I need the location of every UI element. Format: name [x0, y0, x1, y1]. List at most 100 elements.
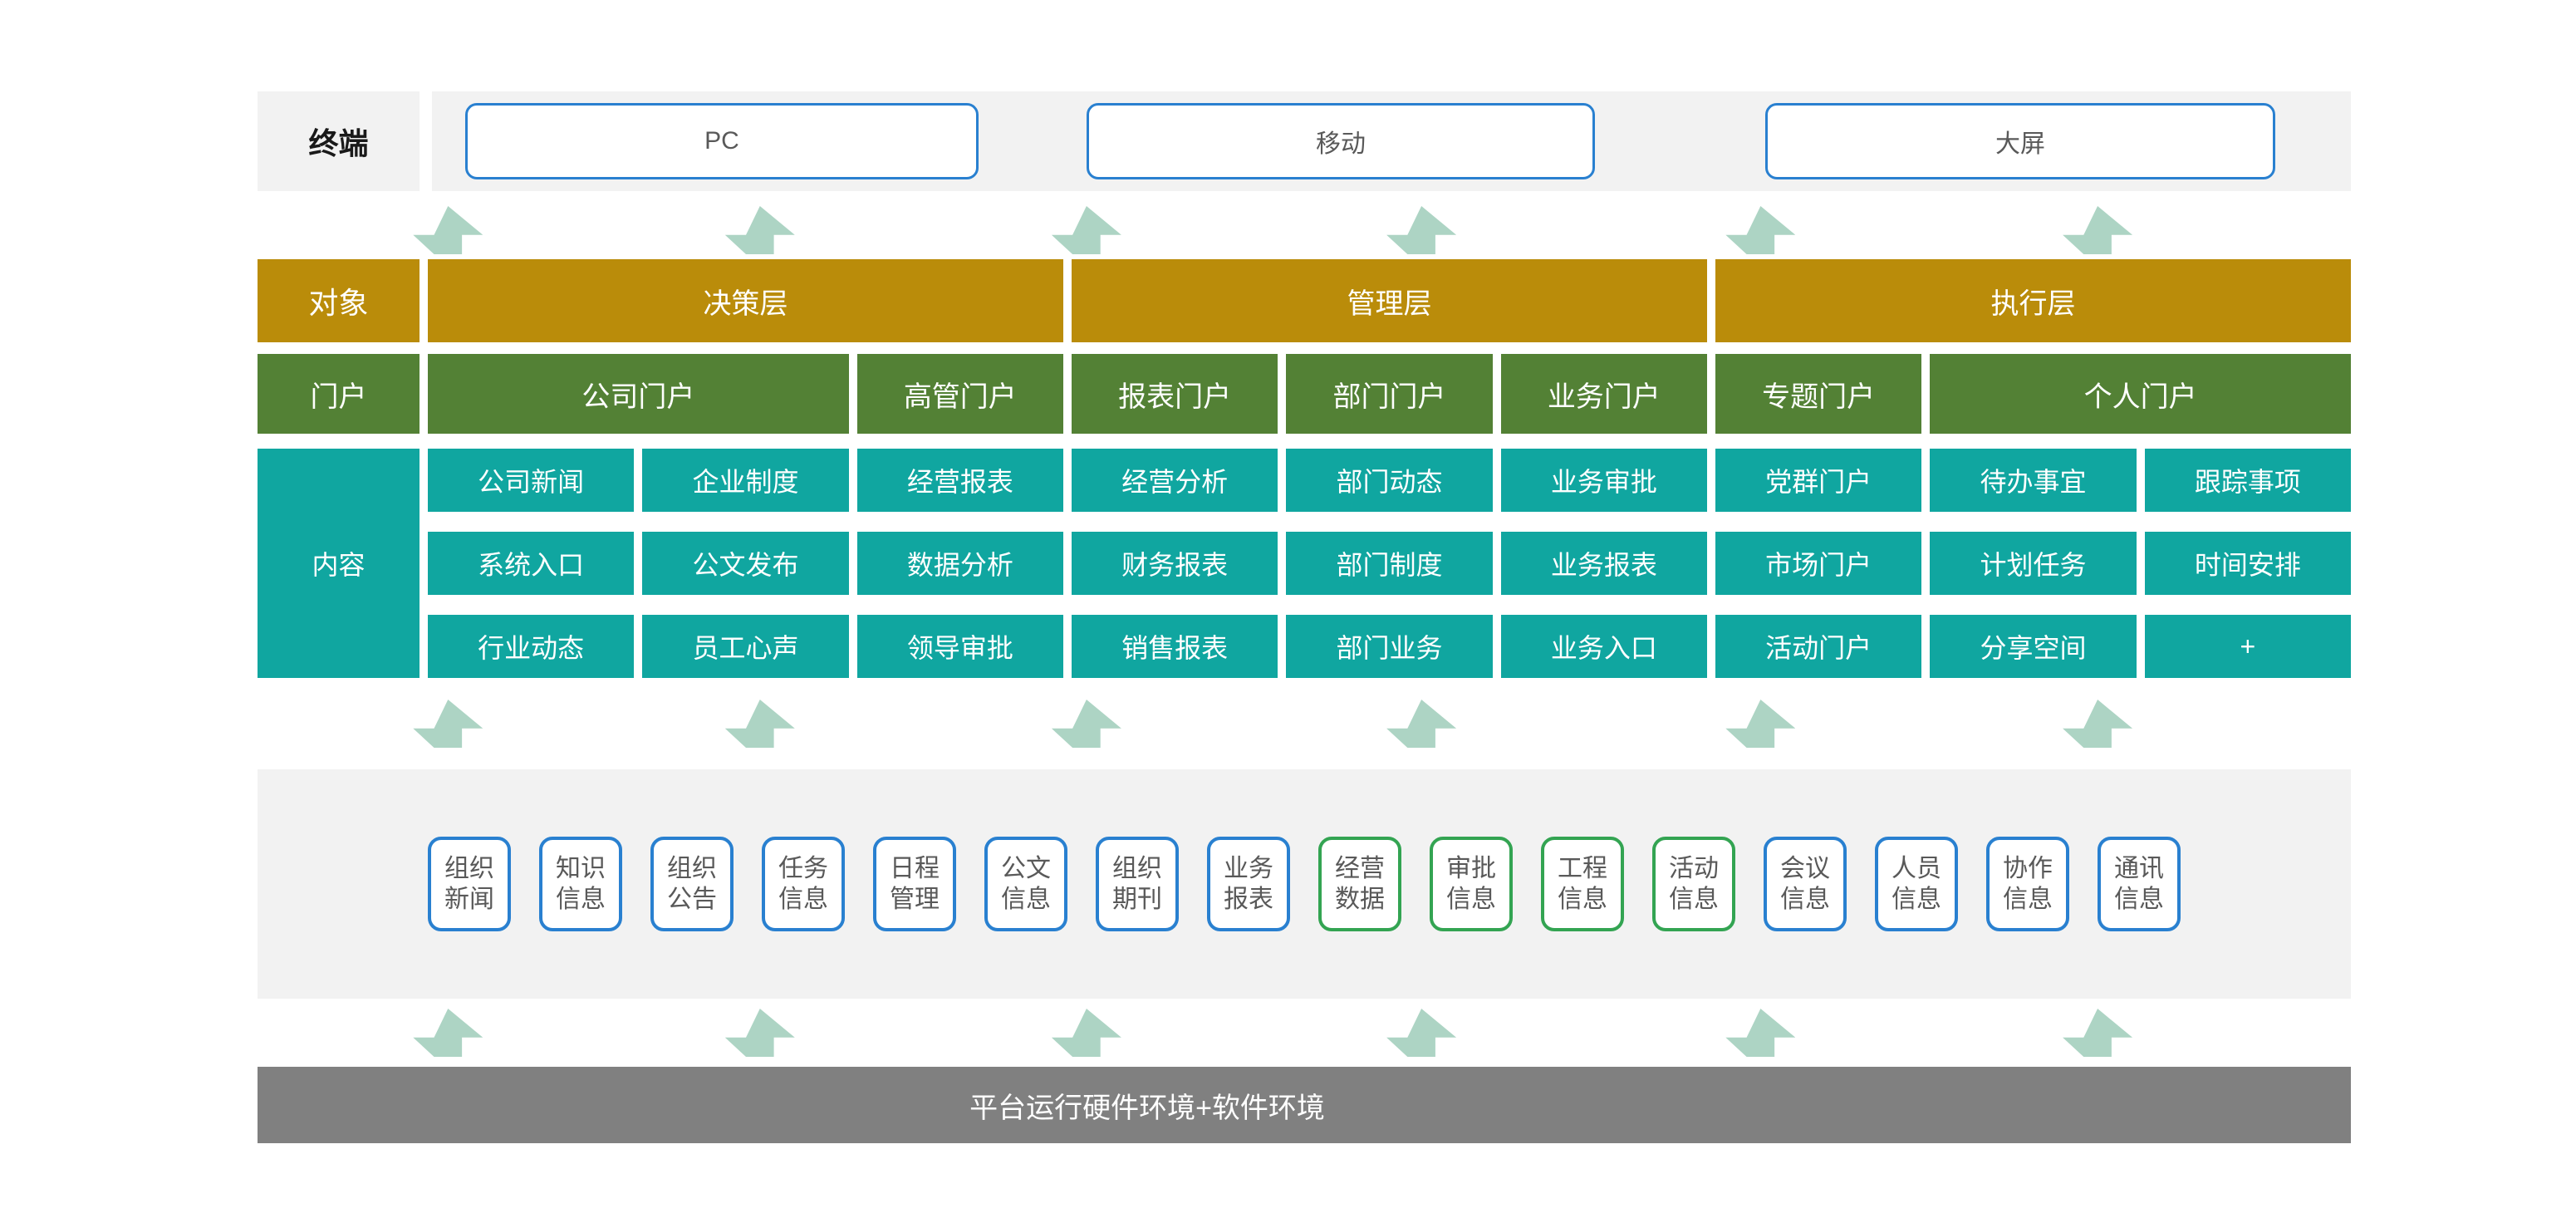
info-box: 组织 公告 — [650, 837, 734, 931]
content-cell: 党群门户 — [1715, 449, 1922, 512]
up-arrow-icon — [413, 700, 483, 748]
info-box-text: 业务 — [1224, 854, 1273, 882]
portal-personal: 个人门户 — [1930, 354, 2351, 434]
info-box-text: 日程 — [890, 854, 940, 882]
info-box-text: 组织 — [444, 854, 494, 882]
content-cell: 业务报表 — [1500, 532, 1707, 595]
info-source-band: 组织 新闻 知识 信息 组织 公告 任务 信息 日程 管理 公文 信息 组织 期… — [258, 769, 2351, 999]
content-cell: 企业制度 — [642, 449, 849, 512]
info-box-text: 新闻 — [444, 886, 494, 913]
info-box-text: 公文 — [1001, 854, 1051, 882]
info-box: 经营 数据 — [1318, 837, 1401, 931]
content-cell: 部门制度 — [1286, 532, 1493, 595]
info-box: 组织 新闻 — [428, 837, 511, 931]
portal-executive: 高管门户 — [856, 354, 1063, 434]
portal-row: 门户 公司门户 高管门户 报表门户 部门门户 业务门户 专题门户 个人门户 — [258, 354, 2351, 434]
terminal-row: 终端 PC 移动 大屏 — [258, 91, 2351, 191]
info-box-text: 工程 — [1558, 854, 1607, 882]
content-cell: 待办事宜 — [1930, 449, 2137, 512]
up-arrow-icon — [2063, 206, 2133, 254]
up-arrow-icon — [1725, 206, 1796, 254]
layer-management: 管理层 — [1072, 259, 1707, 342]
info-box-text: 知识 — [556, 854, 606, 882]
info-box-text: 信息 — [1892, 886, 1941, 913]
content-grid-label: 内容 — [258, 449, 420, 678]
info-box-text: 活动 — [1669, 854, 1719, 882]
up-arrow-icon — [724, 1009, 795, 1057]
info-box: 审批 信息 — [1430, 837, 1513, 931]
info-box: 业务 报表 — [1207, 837, 1290, 931]
info-box-text: 协作 — [2003, 854, 2053, 882]
info-box: 任务 信息 — [762, 837, 845, 931]
device-box-mobile: 移动 — [1087, 103, 1595, 179]
portal-topic: 专题门户 — [1715, 354, 1922, 434]
content-cell: 市场门户 — [1715, 532, 1922, 595]
info-box: 会议 信息 — [1764, 837, 1847, 931]
portal-business: 业务门户 — [1500, 354, 1707, 434]
up-arrow-icon — [1051, 206, 1121, 254]
info-box-text: 报表 — [1224, 886, 1273, 913]
info-box-text: 通讯 — [2114, 854, 2164, 882]
content-cell: 公司新闻 — [428, 449, 635, 512]
content-cell: 业务入口 — [1500, 615, 1707, 678]
content-cell: 经营分析 — [1071, 449, 1278, 512]
info-box-text: 信息 — [1001, 886, 1051, 913]
content-grid: 内容 公司新闻 企业制度 经营报表 经营分析 部门动态 业务审批 党群门户 待办… — [258, 449, 2351, 678]
device-box-pc: PC — [465, 103, 979, 179]
content-cell: 业务审批 — [1500, 449, 1707, 512]
up-arrow-icon — [1386, 1009, 1457, 1057]
info-box-text: 信息 — [556, 886, 606, 913]
info-box-text: 人员 — [1892, 854, 1941, 882]
info-box-text: 数据 — [1335, 886, 1385, 913]
content-cell: 行业动态 — [428, 615, 635, 678]
info-box-text: 期刊 — [1112, 886, 1162, 913]
content-cell: 经营报表 — [856, 449, 1063, 512]
info-box: 日程 管理 — [873, 837, 956, 931]
portal-row-label: 门户 — [258, 354, 420, 434]
content-cell: 财务报表 — [1071, 532, 1278, 595]
up-arrow-icon — [1725, 700, 1796, 748]
info-box: 协作 信息 — [1986, 837, 2069, 931]
info-box: 知识 信息 — [539, 837, 622, 931]
content-cell: 系统入口 — [428, 532, 635, 595]
info-box-text: 信息 — [2114, 886, 2164, 913]
info-box: 公文 信息 — [984, 837, 1067, 931]
portal-report: 报表门户 — [1071, 354, 1278, 434]
up-arrow-icon — [724, 700, 795, 748]
content-cell: 销售报表 — [1071, 615, 1278, 678]
architecture-diagram: 终端 PC 移动 大屏 对象 决策层 管理层 执行层 门户 公司门户 高管门户 … — [258, 0, 2351, 1143]
terminal-row-label: 终端 — [258, 91, 420, 191]
content-cell: 部门业务 — [1286, 615, 1493, 678]
up-arrow-icon — [724, 206, 795, 254]
content-cell: 计划任务 — [1930, 532, 2137, 595]
info-box: 组织 期刊 — [1096, 837, 1179, 931]
info-box-text: 组织 — [1112, 854, 1162, 882]
info-box-text: 信息 — [1780, 886, 1830, 913]
content-cell: 活动门户 — [1715, 615, 1922, 678]
portal-department: 部门门户 — [1286, 354, 1493, 434]
platform-bar: 平台运行硬件环境+软件环境 — [258, 1067, 2351, 1143]
terminal-band: PC 移动 大屏 — [432, 91, 2351, 191]
content-cell: 分享空间 — [1930, 615, 2137, 678]
info-box-text: 信息 — [1446, 886, 1496, 913]
info-box: 人员 信息 — [1875, 837, 1958, 931]
up-arrow-icon — [1725, 1009, 1796, 1057]
device-box-bigscreen: 大屏 — [1765, 103, 2275, 179]
content-cell: 时间安排 — [2144, 532, 2351, 595]
info-box-text: 组织 — [667, 854, 717, 882]
portal-company: 公司门户 — [428, 354, 849, 434]
info-box-text: 经营 — [1335, 854, 1385, 882]
up-arrow-icon — [1051, 700, 1121, 748]
info-box: 活动 信息 — [1652, 837, 1735, 931]
audience-row: 对象 决策层 管理层 执行层 — [258, 259, 2351, 342]
audience-row-label: 对象 — [258, 259, 420, 342]
arrow-row-middle — [258, 678, 2351, 769]
content-cell: 跟踪事项 — [2144, 449, 2351, 512]
up-arrow-icon — [413, 1009, 483, 1057]
content-cell: 公文发布 — [642, 532, 849, 595]
content-cell: 员工心声 — [642, 615, 849, 678]
up-arrow-icon — [1051, 1009, 1121, 1057]
up-arrow-icon — [2063, 1009, 2133, 1057]
info-box-text: 信息 — [1558, 886, 1607, 913]
info-box-text: 公告 — [667, 886, 717, 913]
